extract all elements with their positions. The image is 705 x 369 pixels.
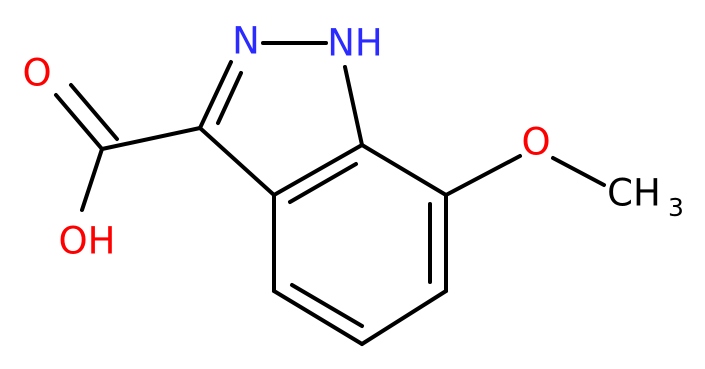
atom-label-o-methoxy: O (521, 121, 550, 164)
bond-c7-c7a (360, 143, 448, 197)
bond-c5-c6 (360, 289, 448, 346)
bond-n1-c7a (343, 65, 364, 147)
atom-label-n2: N (232, 20, 260, 63)
bond-c3a-c3 (198, 126, 276, 197)
atom-label-n1h: NH (327, 22, 383, 65)
bond-c7a-c3a (272, 143, 364, 197)
atom-label-o-carbonyl: O (22, 52, 51, 95)
bond-ccarboxyl-ocarbonyl (54, 93, 104, 151)
atom-label-layer: N NH O OH O CH 3 (22, 20, 684, 263)
atom-label-oh: OH (59, 220, 116, 263)
bond-inner-c3-n2 (216, 71, 243, 125)
bond-omethoxy-ch3 (551, 156, 606, 187)
bond-ccarboxyl-oh (80, 147, 104, 212)
bond-inner-c7a-c3a (288, 162, 358, 204)
bond-inner-c4-c5 (290, 283, 364, 328)
bond-c3-n2 (198, 60, 233, 130)
bond-c3-ccarboxyl (100, 126, 202, 151)
bond-layer (54, 41, 606, 346)
bond-inner-ccarboxyl-ocarbonyl (69, 83, 119, 141)
atom-label-ch3: CH (607, 172, 661, 215)
bond-c4-c5 (272, 289, 364, 346)
bond-c7-omethoxy (444, 154, 522, 197)
atom-label-ch3-subscript: 3 (668, 193, 684, 222)
